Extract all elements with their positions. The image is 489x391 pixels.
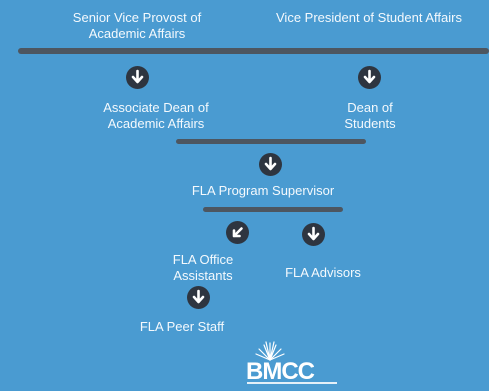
peer-staff-text: FLA Peer Staff (139, 319, 225, 334)
svp-label: Senior Vice Provost of Academic Affairs (60, 10, 214, 42)
arrow-down-icon (126, 66, 149, 89)
office-assistants-label: FLA Office Assistants (160, 252, 246, 284)
svp-line2: Academic Affairs (88, 26, 186, 41)
assoc-dean-line2: Academic Affairs (107, 116, 205, 131)
dean-line2: Students (344, 116, 396, 131)
connector-bar-lower (203, 207, 343, 212)
svp-line1: Senior Vice Provost of (72, 10, 202, 25)
assoc-dean-line1: Associate Dean of (103, 100, 209, 115)
supervisor-text: FLA Program Supervisor (191, 183, 335, 198)
office-line1: FLA Office (172, 252, 234, 267)
arrow-down-icon (187, 286, 210, 309)
arrow-down-icon (358, 66, 381, 89)
bmcc-logo-text: BMCC (246, 358, 315, 385)
vp-line1: Vice President of Student Affairs (276, 10, 462, 25)
peer-staff-label: FLA Peer Staff (122, 319, 242, 335)
dean-label: Dean of Students (330, 100, 410, 132)
advisors-text: FLA Advisors (285, 265, 361, 280)
dean-line1: Dean of (347, 100, 393, 115)
office-line2: Assistants (173, 268, 233, 283)
arrow-down-icon (302, 223, 325, 246)
bmcc-logo: BMCC (246, 340, 342, 386)
assoc-dean-label: Associate Dean of Academic Affairs (86, 100, 226, 132)
connector-bar-middle (176, 139, 366, 144)
advisors-label: FLA Advisors (268, 265, 378, 281)
arrow-down-left-icon (226, 221, 249, 244)
vp-label: Vice President of Student Affairs (276, 10, 462, 26)
arrow-down-icon (259, 153, 282, 176)
connector-bar-top (18, 48, 489, 54)
supervisor-label: FLA Program Supervisor (170, 183, 356, 199)
